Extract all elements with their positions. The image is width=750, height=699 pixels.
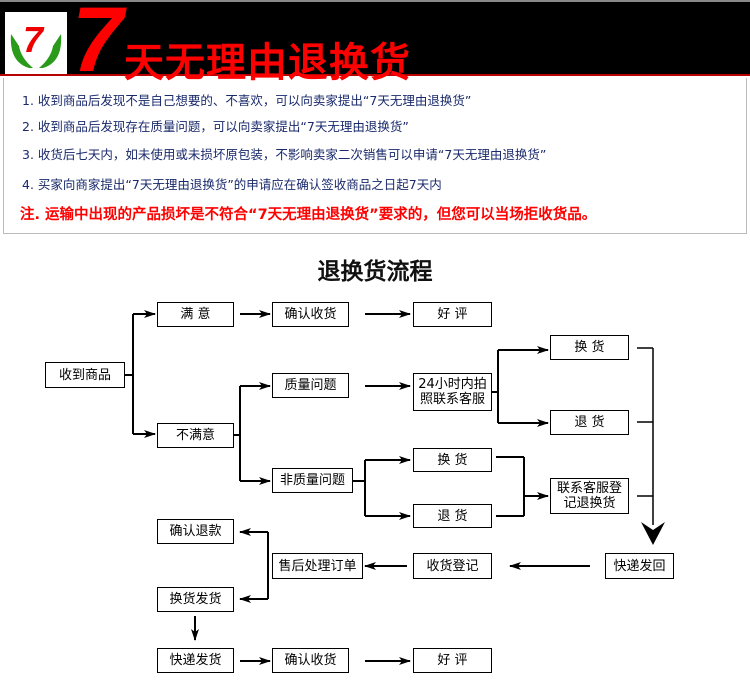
seven-day-logo: 7 <box>5 12 67 74</box>
flow-title: 退换货流程 <box>317 259 433 285</box>
node-return: 退 货 <box>550 410 629 435</box>
node-received: 收到商品 <box>45 362 125 388</box>
node-express-ship: 快递发货 <box>157 648 234 673</box>
policy-note: 注. 运输中出现的产品损坏是不符合“7天无理由退换货”要求的，但您可以当场拒收货… <box>20 207 597 223</box>
node-exchange: 换 货 <box>413 448 492 472</box>
node-confirm-receipt: 确认收货 <box>272 648 349 673</box>
header-banner: 7 7 天无理由退换货 <box>0 0 750 86</box>
connector <box>496 456 525 517</box>
node-confirm-receipt: 确认收货 <box>272 302 349 327</box>
node-unsatisfied: 不满意 <box>157 423 234 448</box>
node-satisfied: 满 意 <box>157 302 234 327</box>
title-number: 7 <box>72 0 124 91</box>
connector <box>352 460 366 516</box>
policy-line: 4. 买家向商家提出“7天无理由退换货”的申请应在确认签收商品之日起7天内 <box>22 177 442 192</box>
connector <box>233 386 241 481</box>
node-return: 退 货 <box>413 504 492 528</box>
node-contact-24h: 24小时内拍照联系客服 <box>413 373 492 411</box>
node-receipt-register: 收货登记 <box>413 553 492 579</box>
svg-text:7: 7 <box>23 19 45 60</box>
node-register-return: 联系客服登记退换货 <box>550 478 629 514</box>
hands-seven-icon: 7 <box>10 19 62 68</box>
node-good-review: 好 评 <box>413 648 492 673</box>
header-title: 天无理由退换货 <box>124 40 411 86</box>
node-confirm-refund: 确认退款 <box>157 519 234 544</box>
node-quality-issue: 质量问题 <box>272 373 349 398</box>
node-exchange: 换 货 <box>550 335 629 360</box>
policy-line: 3. 收货后七天内，如未使用或未损坏原包装，不影响卖家二次销售可以申请“7天无理… <box>22 147 547 162</box>
node-ship-back: 快递发回 <box>605 553 674 579</box>
big-arrowhead <box>641 522 665 545</box>
node-good-review: 好 评 <box>413 302 492 327</box>
node-reship-exchange: 换货发货 <box>157 587 234 612</box>
policy-line: 1. 收到商品后发现不是自己想要的、不喜欢，可以向卖家提出“7天无理由退换货” <box>22 93 472 108</box>
node-process-order: 售后处理订单 <box>272 553 363 579</box>
node-non-quality-issue: 非质量问题 <box>272 468 353 493</box>
policy-line: 2. 收到商品后发现存在质量问题，可以向卖家提出“7天无理由退换货” <box>22 119 409 134</box>
connector <box>637 347 654 525</box>
connector <box>125 314 134 434</box>
connector <box>492 350 499 423</box>
policy-info-box: 1. 收到商品后发现不是自己想要的、不喜欢，可以向卖家提出“7天无理由退换货” … <box>3 78 747 234</box>
